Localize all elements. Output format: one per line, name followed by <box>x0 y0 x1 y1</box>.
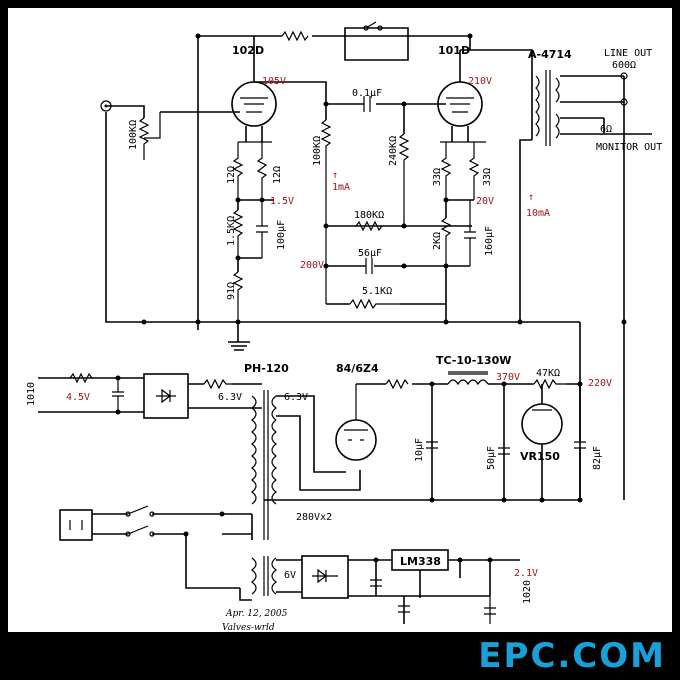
input-ground-wire <box>105 105 580 323</box>
label-r240k: 240KΩ <box>388 136 399 166</box>
resistor-100k-plate <box>320 119 332 304</box>
voltage-1-5v: 1.5V <box>270 196 294 207</box>
bridge-rectifier-left <box>143 373 189 419</box>
label-101d: 101D <box>438 44 470 57</box>
bridge-rectifier-right <box>301 555 349 599</box>
label-r2k: 2KΩ <box>432 232 443 250</box>
label-280vx2: 280Vx2 <box>296 512 332 523</box>
label-pot: 100KΩ <box>128 120 139 150</box>
label-a4714: A-4714 <box>528 48 572 61</box>
led-resistor <box>69 372 93 384</box>
resistor-47k <box>533 378 566 390</box>
power-switch-icon <box>127 505 149 535</box>
label-r1k5: 1.5KΩ <box>226 216 237 246</box>
label-r12b: 12Ω <box>272 166 283 184</box>
label-1010: 1010 <box>26 382 37 406</box>
voltage-210v: 210V <box>468 76 492 87</box>
led-cap <box>112 378 124 412</box>
resistor-2k <box>440 217 452 266</box>
label-monitor-out: MONITOR OUT <box>596 142 662 153</box>
cathode-resistors-101d <box>440 141 486 200</box>
label-c56u: 56μF <box>358 248 382 259</box>
pot-resistor-icon <box>138 117 150 160</box>
label-600-ohm: 600Ω <box>612 60 636 71</box>
resistor-91 <box>232 271 244 322</box>
watermark-bar: EPC.COM <box>0 632 680 680</box>
cap-160uf <box>464 200 476 266</box>
label-c50u: 50μF <box>486 446 497 470</box>
label-102d: 102D <box>232 44 264 57</box>
power-transformer-secondary <box>271 395 277 505</box>
cap-10uf <box>426 441 438 449</box>
label-6-ohm: 6Ω <box>600 124 612 135</box>
label-lm338: LM338 <box>400 555 441 568</box>
label-signature: Valves-wrld <box>222 623 275 633</box>
label-vr150: VR150 <box>520 450 560 463</box>
voltage-200v: 200V <box>300 260 324 271</box>
rectifier-tube-icon <box>335 419 377 461</box>
output-transformer-icon <box>535 75 540 137</box>
label-r91: 91Ω <box>226 282 237 300</box>
label-1020: 1020 <box>522 580 533 604</box>
label-date: Apr. 12, 2005 <box>225 609 288 619</box>
label-6-3v-right: 6.3V <box>284 392 308 403</box>
voltage-20v: 20V <box>476 196 494 207</box>
label-c160u: 160μF <box>484 226 495 256</box>
schematic-sheet <box>8 8 672 660</box>
cap-100uf <box>256 200 268 258</box>
label-r33b: 33Ω <box>482 168 493 186</box>
voltage-370v: 370V <box>496 372 520 383</box>
power-transformer-primary <box>251 395 257 505</box>
label-c01u: 0.1μF <box>352 88 382 99</box>
arrow-10ma: ↑ <box>528 192 534 203</box>
label-ph120: PH-120 <box>244 362 289 375</box>
cap-56uf <box>365 258 373 274</box>
label-84-6z4: 84/6Z4 <box>336 362 379 375</box>
watermark-text: EPC.COM <box>478 636 666 676</box>
filament-transformer-primary <box>251 557 257 595</box>
cathode-resistors-102d <box>232 141 272 200</box>
choke-icon <box>447 379 489 386</box>
current-10ma: 10mA <box>526 208 550 219</box>
top-resistor <box>281 30 309 42</box>
diode-icon <box>156 388 176 404</box>
resistor-240k <box>398 133 410 226</box>
voltage-4-5v: 4.5V <box>66 392 90 403</box>
arrow-1ma: ↑ <box>332 170 338 181</box>
label-r12a: 12Ω <box>226 166 237 184</box>
current-1ma: 1mA <box>332 182 350 193</box>
label-r5k1: 5.1KΩ <box>362 286 392 297</box>
voltage-2-1v: 2.1V <box>514 568 538 579</box>
label-r180k: 180KΩ <box>354 210 384 221</box>
rect-resistor <box>385 378 409 390</box>
pot-wiper <box>144 112 161 139</box>
resistor-180k <box>355 220 383 232</box>
mains-inlet-icon <box>59 509 93 541</box>
resistor-5k1 <box>349 298 400 310</box>
label-6-3v-left: 6.3V <box>218 392 242 403</box>
label-r100k: 100KΩ <box>312 136 323 166</box>
label-c100u: 100μF <box>276 220 287 250</box>
label-c10u: 10μF <box>414 438 425 462</box>
heater-resistor <box>203 378 232 390</box>
lm338-input-cap <box>370 579 382 587</box>
voltage-220v: 220V <box>588 378 612 389</box>
cap-50uf <box>498 447 510 455</box>
label-choke: TC-10-130W <box>436 354 511 367</box>
cap-01uf <box>363 96 371 112</box>
ground-icon <box>228 322 250 351</box>
label-6v: 6V <box>284 570 296 581</box>
switch-loop <box>344 27 409 61</box>
label-r47k: 47KΩ <box>536 368 560 379</box>
label-c82u: 82μF <box>592 446 603 470</box>
resistor-1k5 <box>232 209 244 258</box>
label-line-out: LINE OUT <box>604 48 652 59</box>
voltage-105v: 105V <box>262 76 286 87</box>
label-r33a: 33Ω <box>432 168 443 186</box>
